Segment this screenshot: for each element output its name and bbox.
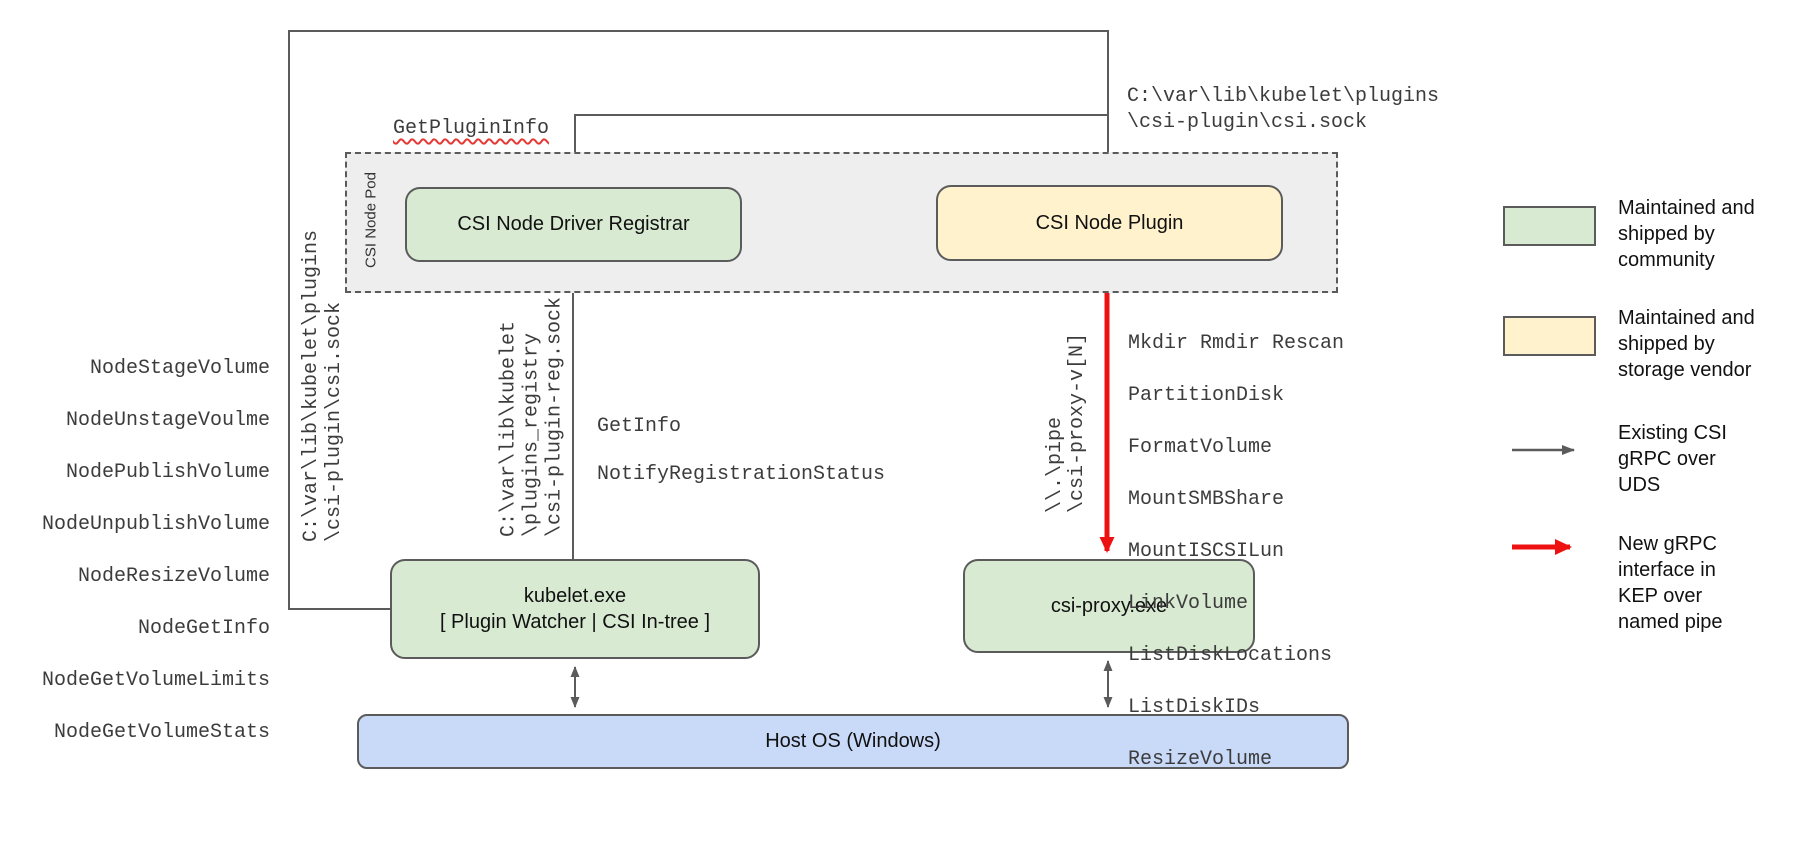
kubelet-box: kubelet.exe [ Plugin Watcher | CSI In-tr… xyxy=(390,559,760,659)
registration-calls-list: GetInfo NotifyRegistrationStatus xyxy=(597,391,885,511)
node-method: NodeGetVolumeStats xyxy=(53,721,270,744)
node-method: NodeStageVolume xyxy=(89,357,270,380)
node-method: NodeGetVolumeLimits xyxy=(41,669,270,692)
registration-call: NotifyRegistrationStatus xyxy=(597,463,886,486)
csi-proxy-box: csi-proxy.exe xyxy=(963,559,1255,653)
csi-node-plugin-box: CSI Node Plugin xyxy=(936,185,1283,261)
kubelet-label-line2: [ Plugin Watcher | CSI In-tree ] xyxy=(439,611,711,633)
proxy-method: ListDiskLocations xyxy=(1128,644,1333,667)
csi-proxy-label: csi-proxy.exe xyxy=(1050,594,1168,617)
proxy-method: ResizeVolume xyxy=(1128,748,1273,771)
node-methods-list: NodeStageVolume NodeUnstageVoulme NodePu… xyxy=(18,330,270,772)
csi-node-pod-label: CSI Node Pod xyxy=(362,172,380,268)
proxy-method: LinkVolume xyxy=(1128,592,1249,615)
proxy-method: PartitionDisk xyxy=(1128,384,1285,407)
kubelet-label-line1: kubelet.exe xyxy=(523,585,627,607)
proxy-methods-list: Mkdir Rmdir Rescan PartitionDisk FormatV… xyxy=(1128,305,1344,799)
csi-node-plugin-label: CSI Node Plugin xyxy=(1035,211,1184,234)
node-method: NodeResizeVolume xyxy=(77,565,270,588)
csi-sock-path-label-left: C:\var\lib\kubelet\plugins \csi-plugin\c… xyxy=(300,229,346,543)
named-pipe-path-label: \\.\pipe \csi-proxy-v[N] xyxy=(1044,332,1089,514)
csi-node-driver-registrar-label: CSI Node Driver Registrar xyxy=(457,213,690,235)
node-method: NodePublishVolume xyxy=(65,461,270,484)
proxy-method: MountISCSILun xyxy=(1128,540,1285,563)
proxy-method: MountSMBShare xyxy=(1128,488,1285,511)
legend-community-label: Maintained and shipped by community xyxy=(1618,197,1755,271)
legend-vendor-label: Maintained and shipped by storage vendor xyxy=(1618,307,1755,381)
legend-uds-arrow xyxy=(1512,445,1575,455)
node-method: NodeUnstageVoulme xyxy=(65,409,270,432)
get-plugin-info-label: GetPluginInfo xyxy=(393,117,550,140)
legend-named-pipe-label: New gRPC interface in KEP over named pip… xyxy=(1618,533,1723,633)
legend-named-pipe-arrow xyxy=(1512,539,1572,555)
csi-node-driver-registrar-box: CSI Node Driver Registrar xyxy=(405,187,742,262)
proxy-method: Mkdir Rmdir Rescan xyxy=(1128,332,1345,355)
node-method: NodeGetInfo xyxy=(137,617,270,640)
legend-community-swatch xyxy=(1503,206,1596,246)
host-os-label: Host OS (Windows) xyxy=(765,730,941,752)
csi-sock-path-label-top: C:\var\lib\kubelet\plugins \csi-plugin\c… xyxy=(1127,85,1440,134)
host-os-box: Host OS (Windows) xyxy=(357,714,1349,769)
registration-socket-path-label: C:\var\lib\kubelet \plugins_registry \cs… xyxy=(497,296,567,538)
legend-vendor-swatch xyxy=(1503,316,1596,356)
legend-uds-label: Existing CSI gRPC over UDS xyxy=(1618,422,1727,496)
registration-call: GetInfo xyxy=(597,415,682,438)
node-method: NodeUnpublishVolume xyxy=(41,513,270,536)
proxy-method: ListDiskIDs xyxy=(1128,696,1261,719)
proxy-method: FormatVolume xyxy=(1128,436,1273,459)
